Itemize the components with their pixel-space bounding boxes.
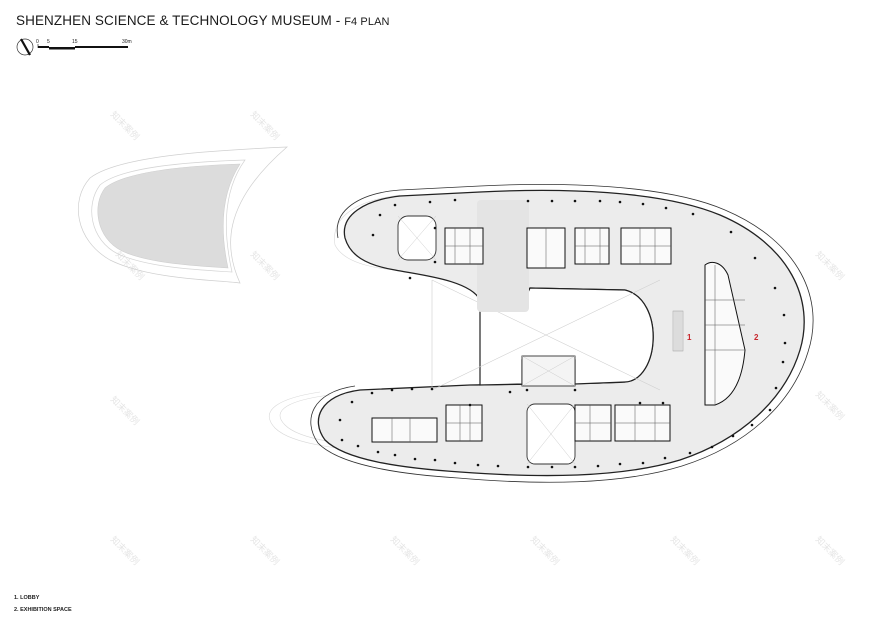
legend-item-exhibition: 2. EXHIBITION SPACE (14, 604, 72, 616)
legend-number: 2. (14, 607, 19, 613)
svg-text:知末案例: 知末案例 (528, 534, 562, 568)
scale-bar-graphic (37, 44, 128, 50)
svg-text:知末案例: 知末案例 (108, 534, 142, 568)
scale-tick-5: 5 (47, 39, 50, 45)
space-label-exhibition: 2 (754, 333, 759, 342)
svg-text:知末案例: 知末案例 (813, 534, 847, 568)
title-subtitle: F4 PLAN (344, 16, 390, 28)
scale-tick-15: 15 (72, 39, 78, 45)
core-details (391, 228, 745, 442)
scale-tick-0: 0 (36, 39, 39, 45)
page-title: SHENZHEN SCIENCE & TECHNOLOGY MUSEUM - F… (16, 13, 390, 28)
svg-text:知末案例: 知末案例 (388, 534, 422, 568)
svg-text:知末案例: 知末案例 (108, 109, 142, 143)
svg-text:知末案例: 知末案例 (668, 534, 702, 568)
svg-text:知末案例: 知末案例 (248, 249, 282, 283)
legend-item-lobby: 1. LOBBY (14, 592, 72, 604)
atrium-voids (397, 200, 576, 465)
scale-tick-30: 30m (122, 39, 132, 45)
scale-bar: 0 5 15 30m (16, 34, 146, 64)
svg-text:知末案例: 知末案例 (813, 249, 847, 283)
title-main: SHENZHEN SCIENCE & TECHNOLOGY MUSEUM (16, 13, 332, 28)
floor-plate (310, 184, 814, 483)
legend-number: 1. (14, 595, 19, 601)
space-label-lobby: 1 (687, 333, 692, 342)
roof-canopy (77, 146, 288, 284)
legend: 1. LOBBY 2. EXHIBITION SPACE (14, 592, 72, 616)
svg-text:知末案例: 知末案例 (248, 534, 282, 568)
title-separator: - (331, 13, 345, 28)
north-arrow-icon (16, 38, 34, 56)
svg-text:知末案例: 知末案例 (108, 394, 142, 428)
stair (672, 310, 684, 352)
svg-text:知末案例: 知末案例 (813, 389, 847, 423)
svg-text:知末案例: 知末案例 (248, 109, 282, 143)
columns (338, 198, 787, 469)
legend-label: EXHIBITION SPACE (20, 607, 72, 613)
legend-label: LOBBY (20, 595, 40, 601)
